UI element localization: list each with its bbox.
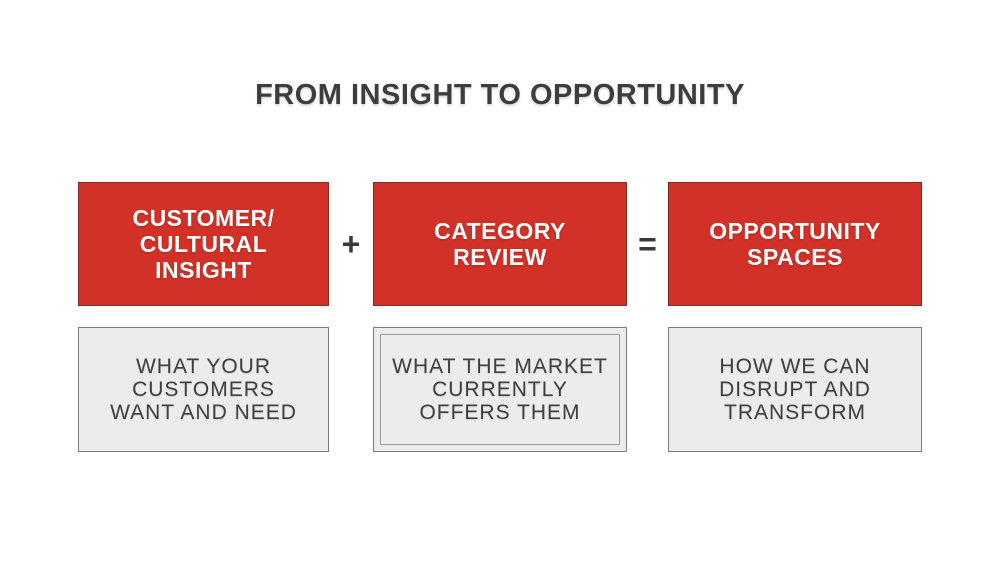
page-title: FROM INSIGHT TO OPPORTUNITY: [255, 79, 745, 111]
equals-operator: =: [638, 225, 657, 262]
opportunity-spaces-description-box: HOW WE CAN DISRUPT AND TRANSFORM: [668, 327, 922, 452]
plus-operator: +: [341, 225, 361, 262]
customer-cultural-insight-box: CUSTOMER/ CULTURAL INSIGHT: [78, 182, 329, 306]
category-review-description-box: WHAT THE MARKET CURRENTLY OFFERS THEM: [373, 327, 627, 452]
customer-insight-description-box: WHAT YOUR CUSTOMERS WANT AND NEED: [78, 327, 329, 452]
opportunity-spaces-box: OPPORTUNITY SPACES: [668, 182, 922, 306]
category-review-box: CATEGORY REVIEW: [373, 182, 627, 306]
